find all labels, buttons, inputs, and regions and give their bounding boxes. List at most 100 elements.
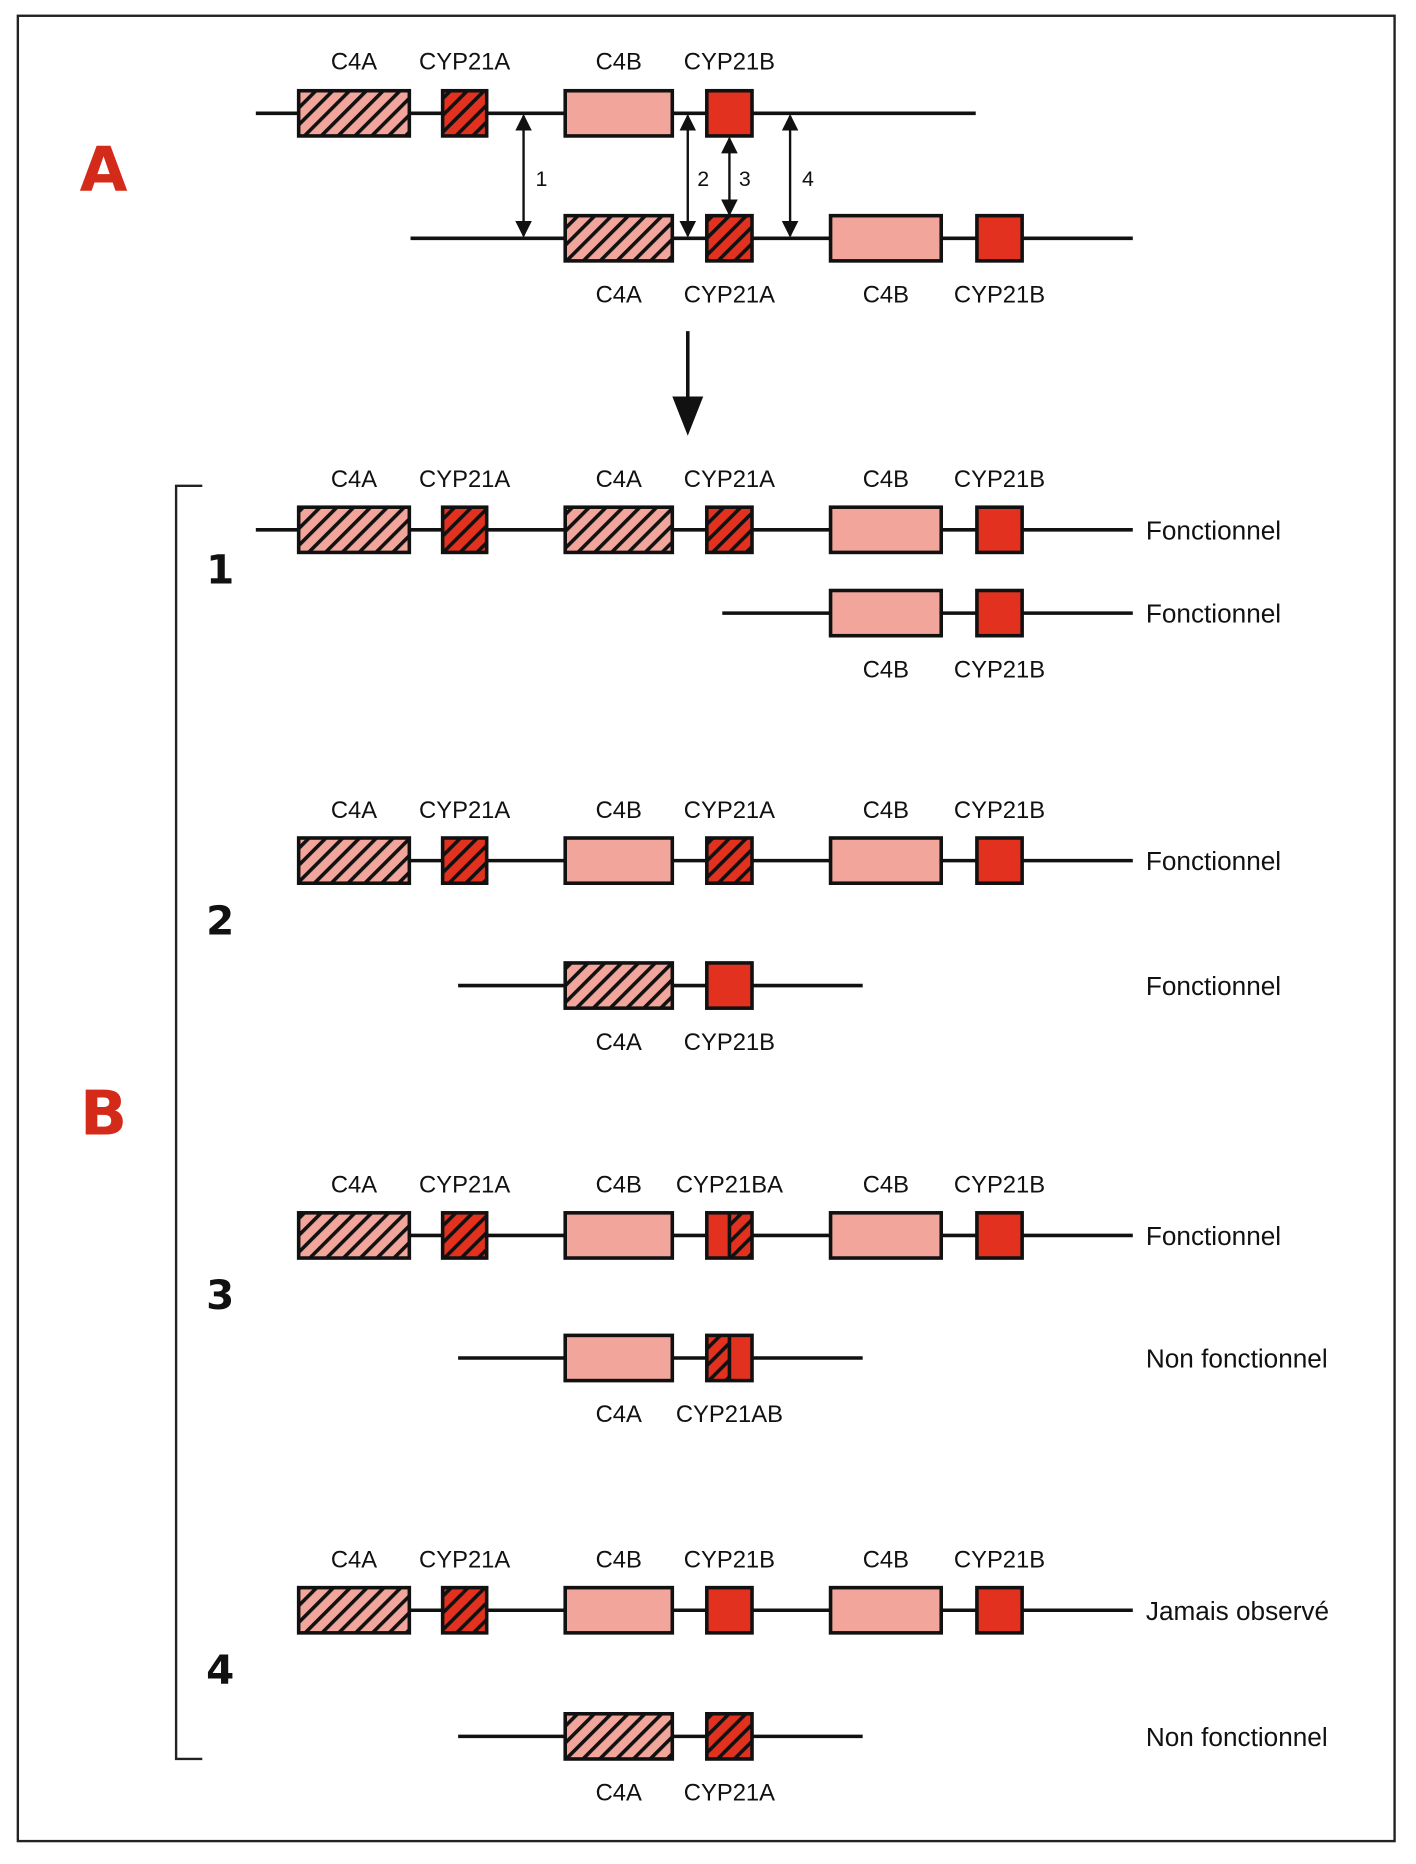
gene-c4a	[563, 1333, 675, 1383]
status-label: Fonctionnel	[1146, 846, 1281, 876]
gene-cyp21b	[975, 1211, 1024, 1260]
panel-b-bracket	[174, 484, 203, 1761]
gene-label: CYP21A	[419, 797, 510, 824]
gene-label: C4B	[596, 1546, 642, 1573]
gene-cyp21b	[975, 588, 1024, 638]
gene-label: C4B	[596, 1172, 642, 1199]
gene-cyp21a	[705, 836, 754, 885]
gene-label: CYP21A	[684, 1780, 775, 1807]
gene-label: CYP21BA	[676, 1172, 783, 1199]
gene-cyp21a	[440, 1585, 489, 1635]
gene-label: C4B	[863, 282, 909, 309]
gene-label: C4A	[596, 1401, 642, 1428]
gene-label: CYP21B	[954, 797, 1045, 824]
gene-label: C4B	[596, 48, 642, 75]
gene-c4a	[563, 961, 675, 1010]
gene-c4a	[563, 213, 675, 263]
gene-cyp21a	[705, 213, 754, 263]
panel-label-b: B	[80, 1077, 127, 1149]
status-label: Fonctionnel	[1146, 599, 1281, 629]
gene-label: C4B	[863, 1172, 909, 1199]
gene-label: CYP21B	[684, 1546, 775, 1573]
gene-label: C4A	[331, 797, 377, 824]
gene-c4a	[296, 505, 412, 555]
gene-cyp21ba	[705, 1211, 754, 1260]
gene-label: C4B	[863, 797, 909, 824]
gene-c4b	[828, 213, 944, 263]
gene-label: C4A	[596, 1029, 642, 1056]
figure-border	[16, 14, 1396, 1843]
gene-c4b	[828, 1211, 944, 1260]
gene-label: C4A	[331, 466, 377, 493]
gene-c4a	[563, 505, 675, 555]
gene-cyp21b	[975, 836, 1024, 885]
gene-label: C4A	[596, 282, 642, 309]
gene-c4b	[563, 836, 675, 885]
gene-label: C4B	[863, 466, 909, 493]
status-label: Fonctionnel	[1146, 1221, 1281, 1251]
result-arrow-head	[672, 396, 704, 436]
gene-label: C4A	[331, 1172, 377, 1199]
gene-c4a	[296, 1585, 412, 1635]
gene-cyp21b	[705, 961, 754, 1010]
gene-label: CYP21A	[684, 282, 775, 309]
gene-label: C4A	[596, 1780, 642, 1807]
case-number: 1	[206, 545, 234, 593]
gene-c4a	[296, 1211, 412, 1260]
case-number: 3	[206, 1271, 234, 1319]
gene-label: C4B	[863, 656, 909, 683]
gene-label: CYP21A	[419, 1172, 510, 1199]
status-label: Non fonctionnel	[1146, 1344, 1328, 1374]
gene-cyp21a	[440, 88, 489, 138]
gene-cyp21b	[975, 213, 1024, 263]
gene-c4b	[828, 505, 944, 555]
gene-label: C4B	[596, 797, 642, 824]
gene-label: CYP21B	[954, 282, 1045, 309]
gene-label: CYP21B	[954, 1546, 1045, 1573]
gene-cyp21ab	[705, 1333, 754, 1383]
gene-c4b	[828, 836, 944, 885]
gene-c4b	[828, 1585, 944, 1635]
gene-cyp21b	[975, 1585, 1024, 1635]
gene-cyp21b	[975, 505, 1024, 555]
gene-label: CYP21B	[954, 656, 1045, 683]
status-label: Jamais observé	[1146, 1596, 1329, 1626]
gene-label: CYP21B	[954, 466, 1045, 493]
gene-label: CYP21B	[954, 1172, 1045, 1199]
gene-c4b	[563, 88, 675, 138]
gene-c4b	[828, 588, 944, 638]
gene-c4a	[296, 88, 412, 138]
gene-label: C4B	[863, 1546, 909, 1573]
crossover-label: 4	[802, 167, 814, 191]
crossover-label: 2	[697, 167, 709, 191]
gene-label: C4A	[331, 48, 377, 75]
gene-cyp21a	[440, 836, 489, 885]
status-label: Non fonctionnel	[1146, 1722, 1328, 1752]
gene-label: CYP21B	[684, 1029, 775, 1056]
status-label: Fonctionnel	[1146, 515, 1281, 545]
gene-c4b	[563, 1211, 675, 1260]
gene-label: CYP21A	[419, 48, 510, 75]
gene-cyp21a	[440, 1211, 489, 1260]
gene-label: CYP21A	[684, 797, 775, 824]
gene-label: C4A	[596, 466, 642, 493]
gene-label: CYP21A	[419, 466, 510, 493]
gene-label: CYP21A	[684, 466, 775, 493]
status-label: Fonctionnel	[1146, 971, 1281, 1001]
gene-cyp21b	[705, 88, 754, 138]
gene-cyp21b	[705, 1585, 754, 1635]
crossover-label: 1	[535, 167, 547, 191]
gene-cyp21a	[440, 505, 489, 555]
gene-cyp21a	[705, 505, 754, 555]
panel-label-a: A	[80, 134, 128, 206]
gene-label: C4A	[331, 1546, 377, 1573]
crossover-label: 3	[739, 167, 751, 191]
gene-cyp21a	[705, 1711, 754, 1761]
gene-label: CYP21AB	[676, 1401, 783, 1428]
gene-label: CYP21A	[419, 1546, 510, 1573]
gene-c4a	[296, 836, 412, 885]
case-number: 4	[206, 1646, 234, 1694]
case-number: 2	[206, 896, 234, 944]
gene-c4a	[563, 1711, 675, 1761]
